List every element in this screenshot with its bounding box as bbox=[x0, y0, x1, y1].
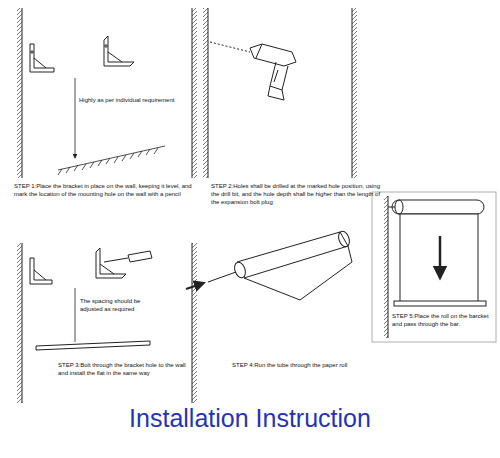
floor bbox=[58, 146, 165, 170]
paper-roll bbox=[208, 272, 236, 282]
drill bbox=[210, 42, 296, 100]
paper-roll bbox=[244, 246, 352, 300]
dimension-note: Highly as per individual requirement bbox=[79, 97, 189, 105]
drill bbox=[250, 44, 296, 66]
wall bbox=[203, 8, 357, 178]
wall bbox=[192, 243, 197, 403]
roller-blind bbox=[439, 236, 442, 278]
bracket bbox=[34, 270, 46, 280]
spacing-note: The spacing should be adjusted as requir… bbox=[80, 298, 162, 314]
wall bbox=[352, 8, 357, 178]
drill bbox=[268, 86, 284, 100]
roller-blind bbox=[395, 200, 403, 214]
wall bbox=[203, 8, 208, 178]
paper-roll bbox=[186, 283, 204, 289]
drill bbox=[256, 44, 262, 58]
wall bbox=[192, 8, 193, 178]
roller-blind bbox=[400, 214, 478, 302]
wall bbox=[17, 8, 197, 178]
frame bbox=[388, 196, 389, 338]
roller-blind bbox=[394, 301, 486, 306]
bar bbox=[36, 341, 150, 350]
height-arrow bbox=[75, 78, 76, 158]
step-text: STEP 5:Place the roll on the barcket and… bbox=[392, 313, 492, 329]
frame bbox=[384, 196, 388, 338]
frame bbox=[372, 192, 496, 342]
paper-roll bbox=[233, 261, 248, 279]
bracket bbox=[104, 36, 134, 66]
bracket bbox=[30, 44, 54, 72]
bracket bbox=[105, 45, 107, 47]
screwdriver bbox=[104, 258, 128, 262]
wall bbox=[352, 8, 353, 178]
step-text: STEP 2:Holes shall be drilled at the mar… bbox=[211, 183, 389, 206]
wall bbox=[17, 243, 22, 403]
bracket bbox=[30, 248, 126, 284]
paper-roll bbox=[186, 230, 352, 300]
floor bbox=[58, 146, 165, 175]
spacing-line bbox=[75, 288, 76, 342]
bar bbox=[36, 341, 150, 350]
wall bbox=[22, 243, 23, 403]
frame bbox=[372, 192, 496, 342]
wall bbox=[17, 8, 22, 178]
bracket bbox=[34, 58, 46, 68]
wall bbox=[192, 243, 193, 403]
roller-blind bbox=[388, 207, 395, 208]
bracket bbox=[30, 258, 52, 284]
step-text: STEP 4:Run the tube through the paper ro… bbox=[232, 362, 382, 370]
screwdriver bbox=[104, 251, 152, 262]
paper-roll bbox=[337, 230, 352, 248]
bracket bbox=[31, 51, 33, 53]
bracket bbox=[108, 52, 122, 62]
wall bbox=[22, 8, 23, 178]
wall bbox=[208, 8, 209, 178]
step-text: STEP 1:Place the bracket in place on the… bbox=[14, 183, 194, 199]
step-text: STEP 3:Bolt through the bracket hole to … bbox=[58, 362, 190, 378]
bracket bbox=[100, 264, 114, 274]
title: Installation Instruction bbox=[0, 404, 500, 433]
paper-roll bbox=[237, 232, 348, 278]
floor bbox=[58, 148, 158, 175]
drill bbox=[274, 70, 278, 82]
drill bbox=[270, 62, 288, 90]
bracket bbox=[30, 36, 134, 72]
wall bbox=[17, 243, 197, 403]
roller-blind bbox=[392, 200, 484, 214]
drill bbox=[210, 42, 250, 52]
bracket bbox=[96, 248, 126, 278]
roller-blind bbox=[388, 200, 486, 306]
wall bbox=[192, 8, 197, 178]
screwdriver bbox=[128, 251, 152, 262]
